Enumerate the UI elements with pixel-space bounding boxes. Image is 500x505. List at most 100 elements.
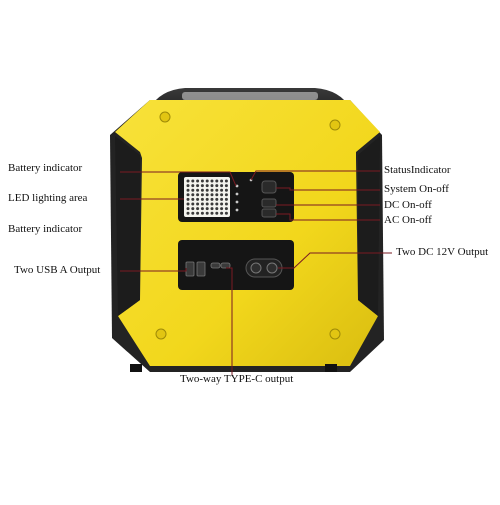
led-dot <box>210 197 214 201</box>
led-dot <box>210 179 214 183</box>
led-dot <box>224 188 228 192</box>
led-dot <box>191 197 195 201</box>
led-dot <box>196 197 200 201</box>
ac-power-button <box>261 208 277 218</box>
led-dot <box>210 184 214 188</box>
battery-indicator-light <box>235 184 239 188</box>
battery-indicator-light <box>235 208 239 212</box>
screw <box>155 328 167 340</box>
led-dot <box>191 184 195 188</box>
label-battery-indicator-top: Battery indicator <box>8 162 83 174</box>
dc-12v-port <box>250 262 262 274</box>
led-dot <box>215 197 219 201</box>
led-dot <box>191 188 195 192</box>
led-dot <box>191 211 195 215</box>
led-dot <box>220 207 224 211</box>
led-dot <box>205 207 209 211</box>
led-dot <box>205 202 209 206</box>
led-dot <box>191 193 195 197</box>
led-dot <box>186 184 190 188</box>
yellow-housing <box>115 100 380 366</box>
led-dot <box>200 197 204 201</box>
led-dot <box>186 193 190 197</box>
battery-indicator-light <box>235 192 239 196</box>
led-dot <box>210 202 214 206</box>
led-dot <box>220 179 224 183</box>
callout-lines <box>120 170 392 375</box>
label-two-usb-a-output: Two USB A Output <box>14 264 101 276</box>
led-lighting-area <box>184 177 230 217</box>
label-ac-on-off: AC On-off <box>384 214 432 226</box>
battery-indicator-light <box>235 200 239 204</box>
type-c-port <box>220 262 231 269</box>
led-dot <box>186 197 190 201</box>
led-dot <box>220 188 224 192</box>
led-dot <box>215 184 219 188</box>
led-dot <box>200 202 204 206</box>
led-dot <box>205 193 209 197</box>
led-dot <box>200 179 204 183</box>
led-dot <box>186 179 190 183</box>
led-dot <box>196 193 200 197</box>
led-dot <box>200 188 204 192</box>
label-dc-on-off: DC On-off <box>384 199 432 211</box>
led-dot <box>196 202 200 206</box>
led-dot <box>186 207 190 211</box>
callout-usb-a <box>120 268 187 272</box>
label-two-way-type-c-output: Two-way TYPE-C output <box>180 373 294 385</box>
led-dot <box>200 207 204 211</box>
label-led-lighting-area: LED lighting area <box>8 192 88 204</box>
led-dot <box>205 211 209 215</box>
led-dot <box>220 211 224 215</box>
callout-battery-indicator-top <box>120 171 237 187</box>
led-dot <box>191 202 195 206</box>
led-dot <box>205 188 209 192</box>
label-status-indicator: StatusIndicator <box>384 164 451 176</box>
led-dot <box>224 197 228 201</box>
label-system-on-off: System On-off <box>384 183 449 195</box>
led-dot <box>224 179 228 183</box>
led-dot <box>200 211 204 215</box>
callout-dc-12v <box>278 252 392 269</box>
led-dot <box>200 184 204 188</box>
led-dot <box>191 207 195 211</box>
led-dot <box>196 179 200 183</box>
led-dot <box>224 211 228 215</box>
callout-ac-on-off <box>276 213 380 221</box>
led-dot <box>196 188 200 192</box>
led-dot <box>220 202 224 206</box>
led-dot <box>196 207 200 211</box>
callout-system-on-off <box>276 187 380 191</box>
led-dot <box>186 188 190 192</box>
led-dot <box>186 202 190 206</box>
led-dot <box>224 202 228 206</box>
screw <box>329 119 341 131</box>
dc-power-button <box>261 198 277 208</box>
led-dot <box>220 193 224 197</box>
led-dot <box>215 193 219 197</box>
usb-a-port <box>185 261 195 277</box>
label-two-dc-12v-output: Two DC 12V Output <box>396 246 489 258</box>
screw <box>329 328 341 340</box>
led-dot <box>215 211 219 215</box>
led-dot-grid <box>186 179 228 215</box>
led-dot <box>215 207 219 211</box>
led-dot <box>196 211 200 215</box>
dc-12v-port <box>266 262 278 274</box>
led-dot <box>210 193 214 197</box>
system-power-button <box>261 180 277 194</box>
led-dot <box>215 202 219 206</box>
callout-status-indicator <box>250 170 380 181</box>
led-dot <box>205 179 209 183</box>
led-dot <box>224 184 228 188</box>
callout-type-c <box>226 267 233 375</box>
screw <box>159 111 171 123</box>
label-battery-indicator-bottom: Battery indicator <box>8 223 83 235</box>
led-dot <box>210 207 214 211</box>
led-dot <box>186 211 190 215</box>
led-dot <box>191 179 195 183</box>
led-dot <box>205 184 209 188</box>
led-dot <box>200 193 204 197</box>
